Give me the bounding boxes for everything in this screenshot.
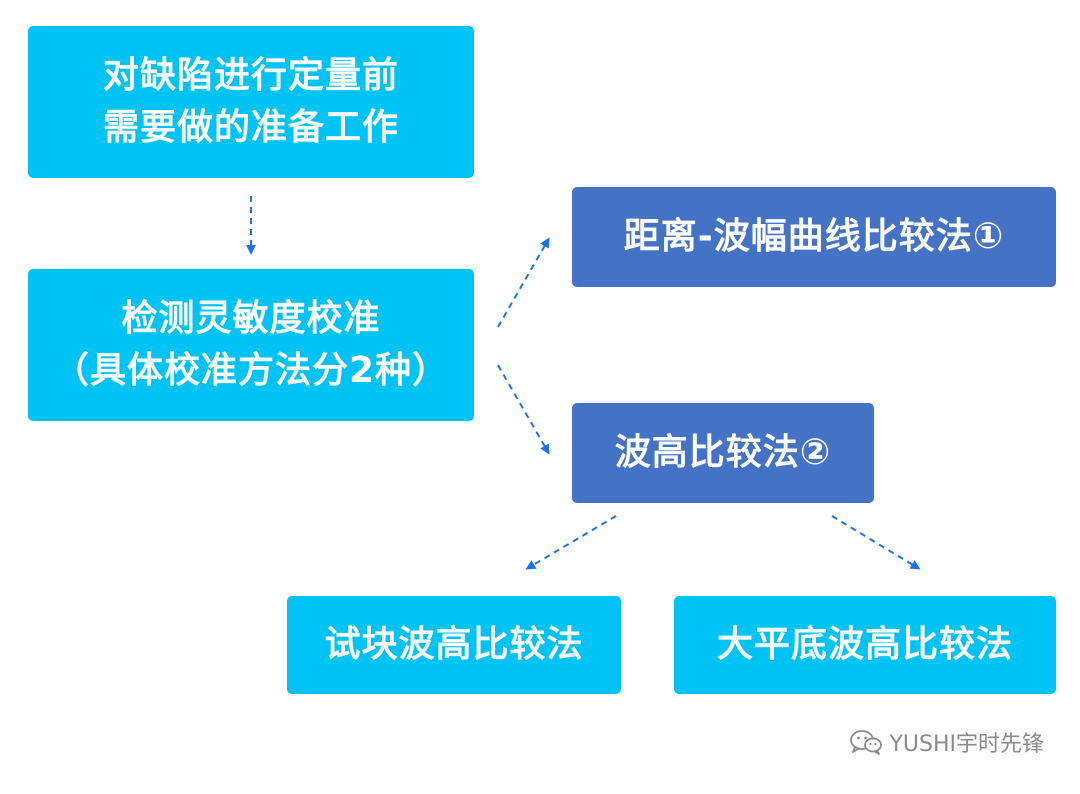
watermark-text: YUSHI宇时先锋 <box>889 732 1044 757</box>
node-calibration-line-2: （具体校准方法分2种） <box>52 350 450 391</box>
node-calibration: 检测灵敏度校准 （具体校准方法分2种） <box>28 269 474 421</box>
node-dac-method-label: 距离-波幅曲线比较法① <box>623 216 1005 257</box>
node-calibration-line-1: 检测灵敏度校准 <box>121 298 381 339</box>
node-wave-height-method-label: 波高比较法② <box>614 432 832 473</box>
node-prep: 对缺陷进行定量前 需要做的准备工作 <box>28 26 474 178</box>
wechat-icon <box>849 729 883 755</box>
watermark: YUSHI宇时先锋 <box>849 726 1044 758</box>
edge-calib-to-wave <box>497 364 550 455</box>
edge-calib-to-dac <box>497 237 550 328</box>
node-prep-line-1: 对缺陷进行定量前 <box>102 55 399 96</box>
edge-wave-to-flat <box>831 515 921 570</box>
node-flat-bottom-method: 大平底波高比较法 <box>674 596 1056 694</box>
node-prep-line-2: 需要做的准备工作 <box>102 107 399 148</box>
node-test-block-method-label: 试块波高比较法 <box>324 624 584 665</box>
node-wave-height-method: 波高比较法② <box>572 403 874 503</box>
node-test-block-method: 试块波高比较法 <box>287 596 621 694</box>
node-flat-bottom-method-label: 大平底波高比较法 <box>716 624 1013 665</box>
node-dac-method: 距离-波幅曲线比较法① <box>572 187 1056 287</box>
edge-wave-to-block <box>525 515 617 570</box>
